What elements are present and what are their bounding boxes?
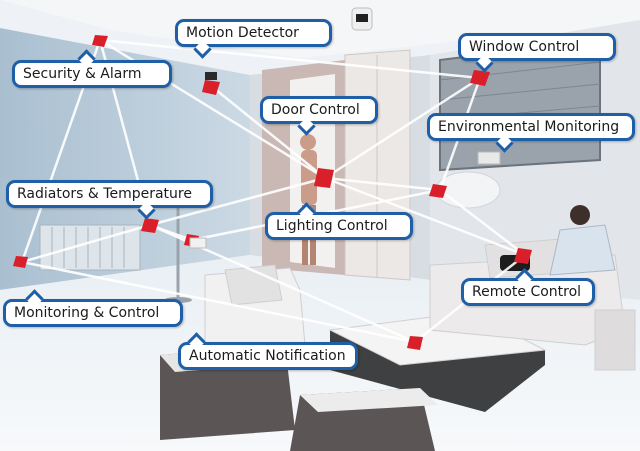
seated-person bbox=[570, 205, 590, 225]
callout-door-control: Door Control bbox=[260, 96, 378, 124]
callout-window-control: Window Control bbox=[458, 33, 616, 61]
callout-environmental-monitoring: Environmental Monitoring bbox=[427, 113, 635, 141]
sensor-icon bbox=[470, 70, 490, 86]
thermostat-icon bbox=[189, 237, 207, 249]
connection-lines bbox=[20, 38, 526, 344]
label-automatic-notification: Automatic Notification bbox=[189, 348, 346, 364]
label-motion-detector: Motion Detector bbox=[186, 25, 299, 41]
label-door-control: Door Control bbox=[271, 102, 360, 118]
motion-sensor-icon bbox=[205, 72, 217, 80]
sensor-icon bbox=[141, 218, 159, 233]
label-security-alarm: Security & Alarm bbox=[23, 66, 142, 82]
callout-radiators-temperature: Radiators & Temperature bbox=[6, 180, 213, 208]
label-remote-control: Remote Control bbox=[472, 284, 582, 300]
callout-monitoring-control: Monitoring & Control bbox=[3, 299, 183, 327]
environment-sensor-icon bbox=[477, 151, 501, 165]
sensor-icon bbox=[429, 184, 447, 198]
label-environmental-monitoring: Environmental Monitoring bbox=[438, 119, 620, 135]
label-window-control: Window Control bbox=[469, 39, 580, 55]
label-radiators-temperature: Radiators & Temperature bbox=[17, 186, 192, 202]
person-head bbox=[300, 134, 316, 150]
callout-lighting-control: Lighting Control bbox=[265, 212, 413, 240]
sensor-icon bbox=[514, 248, 532, 264]
sensor-icon bbox=[314, 168, 334, 188]
sensor-icon bbox=[202, 80, 220, 95]
armchair bbox=[204, 264, 306, 351]
sensor-icon bbox=[92, 35, 108, 47]
callout-security-alarm: Security & Alarm bbox=[12, 60, 172, 88]
label-monitoring-control: Monitoring & Control bbox=[14, 305, 160, 321]
sensor-markers bbox=[13, 35, 532, 350]
sensor-icon bbox=[13, 256, 28, 268]
label-lighting-control: Lighting Control bbox=[276, 218, 388, 234]
sensor-icon bbox=[407, 336, 423, 350]
callout-automatic-notification: Automatic Notification bbox=[178, 342, 358, 370]
